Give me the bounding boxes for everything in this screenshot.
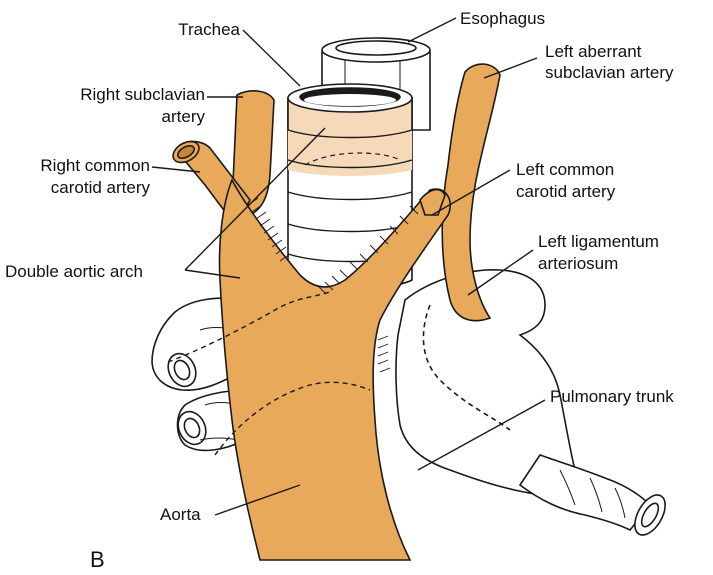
leader-left-common-carotid [431,169,511,216]
leader-left-ligamentum [467,249,534,296]
label-aorta: Aorta [160,505,201,524]
leader-lines [151,17,546,516]
label-right-subclavian-line1: Right subclavian [80,85,205,104]
pulmonary-trunk-shape [395,268,576,497]
panel-label: B [90,547,105,572]
label-trachea: Trachea [178,20,240,39]
label-left-aberrant-line1: Left aberrant [545,42,642,61]
label-left-common-carotid-line2: carotid artery [516,182,616,201]
leader-pulmonary-trunk [417,399,546,471]
trachea [287,83,413,290]
label-esophagus: Esophagus [460,9,546,28]
leader-right-common-carotid [151,166,201,173]
aorta-shape [218,178,452,561]
label-right-common-carotid-line2: carotid artery [50,178,150,197]
label-pulmonary-trunk: Pulmonary trunk [550,387,674,406]
label-right-subclavian-line2: artery [161,107,205,126]
leader-double-aortic-arch-2 [184,269,241,279]
leader-left-aberrant [483,57,538,79]
leader-double-aortic-arch-1 [184,127,326,271]
label-left-aberrant-line2: subclavian artery [545,63,674,82]
pulmonary-vessels [151,268,666,536]
label-left-common-carotid-line1: Left common [516,160,615,179]
leader-trachea [242,29,301,87]
label-right-common-carotid-line1: Right common [40,156,150,175]
label-left-ligamentum-line1: Left ligamentum [538,232,659,251]
right-pulmonary-artery [518,454,652,532]
label-double-aortic-arch: Double aortic arch [5,262,143,281]
leader-esophagus [407,17,457,43]
leader-aorta [214,484,301,516]
label-left-ligamentum-line2: arteriosum [538,254,619,273]
aortic-arch [167,178,452,561]
